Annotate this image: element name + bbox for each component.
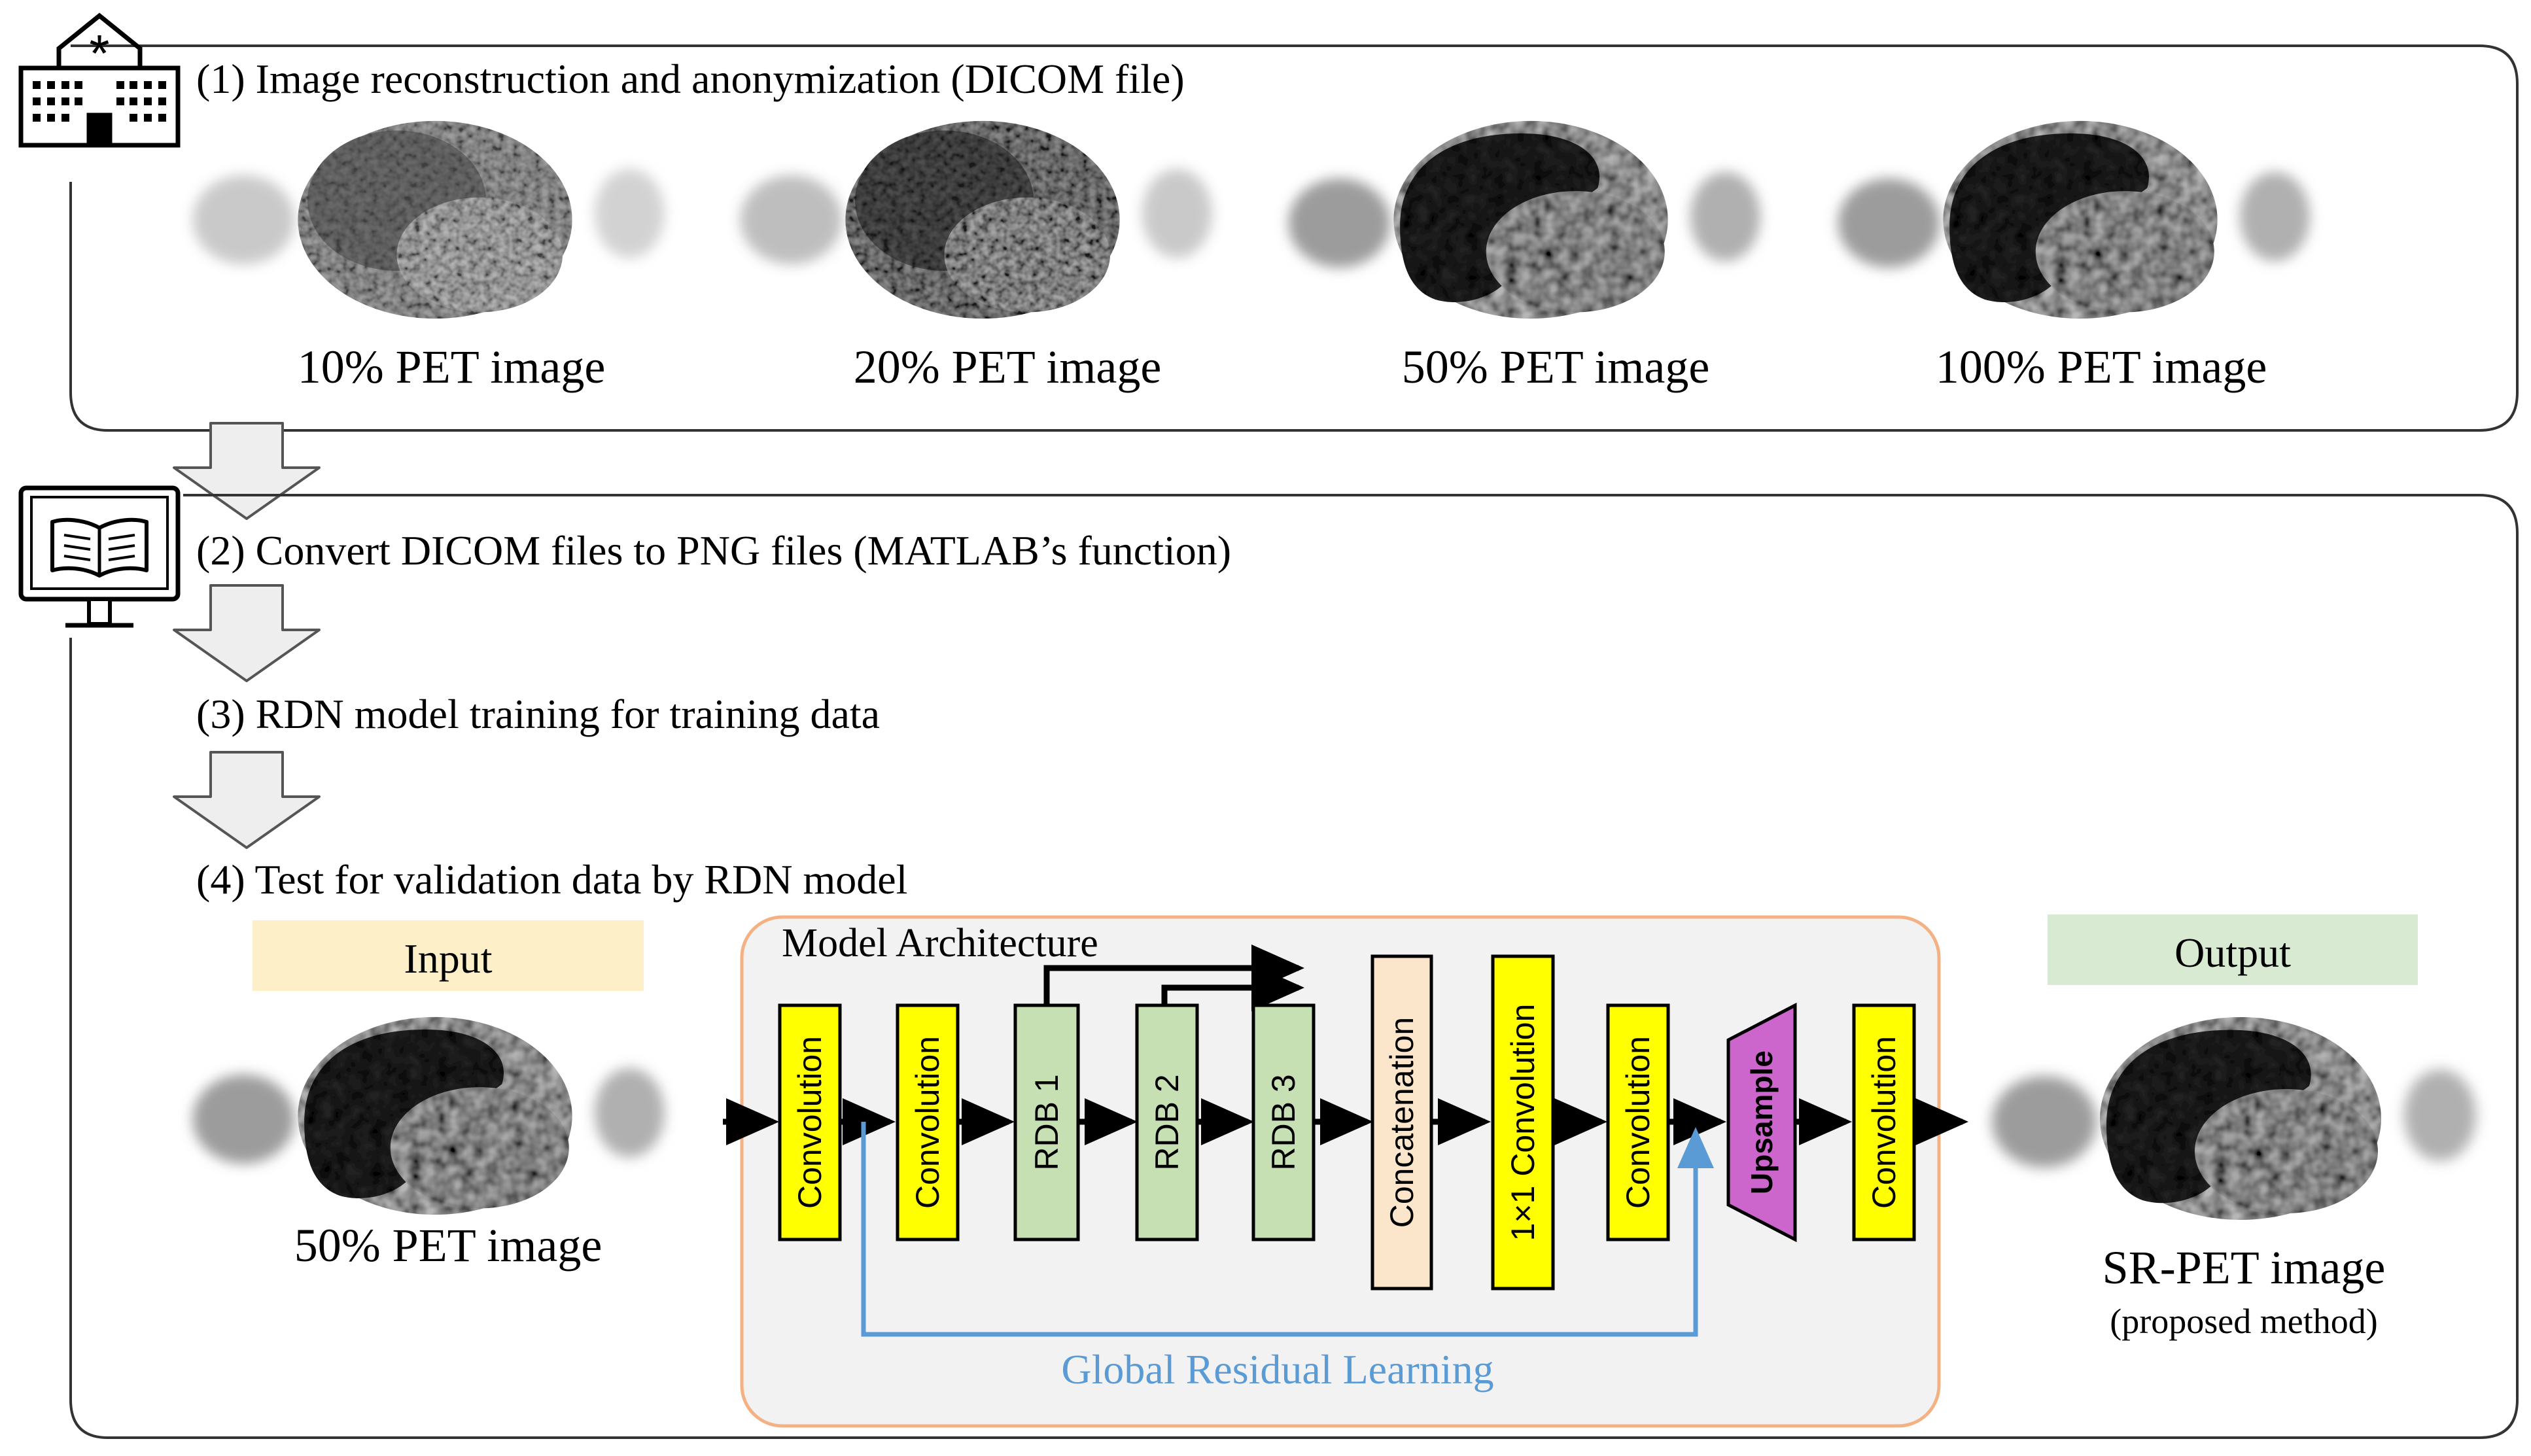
- hospital-icon: *: [18, 12, 181, 148]
- svg-text:Concatenation: Concatenation: [1384, 1017, 1420, 1228]
- pet-image-100: [1838, 121, 2311, 319]
- step-2-label: (2) Convert DICOM files to PNG files (MA…: [196, 527, 1231, 574]
- block-rdb2: RDB 2: [1135, 1003, 1199, 1241]
- svg-text:Convolution: Convolution: [792, 1036, 828, 1209]
- step-4-label: (4) Test for validation data by RDN mode…: [196, 856, 907, 903]
- block-conv3: Convolution: [1606, 1003, 1670, 1241]
- down-arrow-icon: [173, 584, 321, 682]
- input-header: Input: [404, 935, 492, 982]
- output-sublabel: (proposed method): [2110, 1302, 2377, 1341]
- input-header-box: [253, 920, 644, 991]
- output-label: SR-PET image: [2103, 1241, 2386, 1294]
- block-upsample: Upsample: [1726, 1002, 1797, 1243]
- pet-label-50: 50% PET image: [1402, 341, 1710, 393]
- svg-text:RDB 2: RDB 2: [1149, 1074, 1185, 1170]
- svg-text:Convolution: Convolution: [1866, 1036, 1902, 1209]
- svg-text:Convolution: Convolution: [909, 1036, 946, 1209]
- block-conv4: Convolution: [1852, 1003, 1916, 1241]
- svg-text:*: *: [89, 24, 109, 82]
- step-3-label: (3) RDN model training for training data: [196, 691, 880, 737]
- output-header-box: [2048, 914, 2418, 985]
- pet-image-20: [741, 121, 1213, 319]
- svg-text:1×1 Convolution: 1×1 Convolution: [1505, 1004, 1541, 1241]
- block-concatenation: Concatenation: [1370, 954, 1433, 1291]
- global-residual-path: [861, 1122, 1714, 1337]
- output-pet-image: [1992, 1017, 2476, 1220]
- down-arrow-icon: [173, 751, 321, 849]
- svg-text:Upsample: Upsample: [1745, 1050, 1779, 1194]
- block-conv1: Convolution: [778, 1003, 842, 1241]
- block-rdb3: RDB 3: [1251, 1003, 1316, 1241]
- pet-label-20: 20% PET image: [854, 341, 1162, 393]
- down-arrow-icon: [173, 422, 321, 520]
- svg-text:RDB 3: RDB 3: [1265, 1074, 1302, 1170]
- architecture-title: Model Architecture: [782, 921, 1098, 965]
- panel-image-reconstruction: [69, 44, 2519, 432]
- grl-label: Global Residual Learning: [1061, 1346, 1493, 1393]
- svg-text:Convolution: Convolution: [1620, 1036, 1656, 1209]
- computer-book-icon: [18, 485, 181, 628]
- input-label: 50% PET image: [294, 1219, 602, 1272]
- block-rdb1: RDB 1: [1013, 1003, 1080, 1241]
- pet-image-10: [193, 121, 665, 319]
- pet-label-100: 100% PET image: [1936, 341, 2267, 393]
- pet-image-50: [1289, 121, 1761, 319]
- block-conv2: Convolution: [896, 1003, 960, 1241]
- svg-text:RDB 1: RDB 1: [1028, 1074, 1065, 1170]
- output-header: Output: [2174, 929, 2291, 976]
- pet-label-10: 10% PET image: [298, 341, 606, 393]
- block-conv1x1: 1×1 Convolution: [1491, 954, 1555, 1291]
- step-1-label: (1) Image reconstruction and anonymizati…: [196, 56, 1185, 102]
- input-pet-image: [193, 1017, 665, 1215]
- panel-processing: [69, 494, 2519, 1439]
- blocks: Convolution Convolution RDB 1 RDB 2 RDB …: [778, 954, 1916, 1291]
